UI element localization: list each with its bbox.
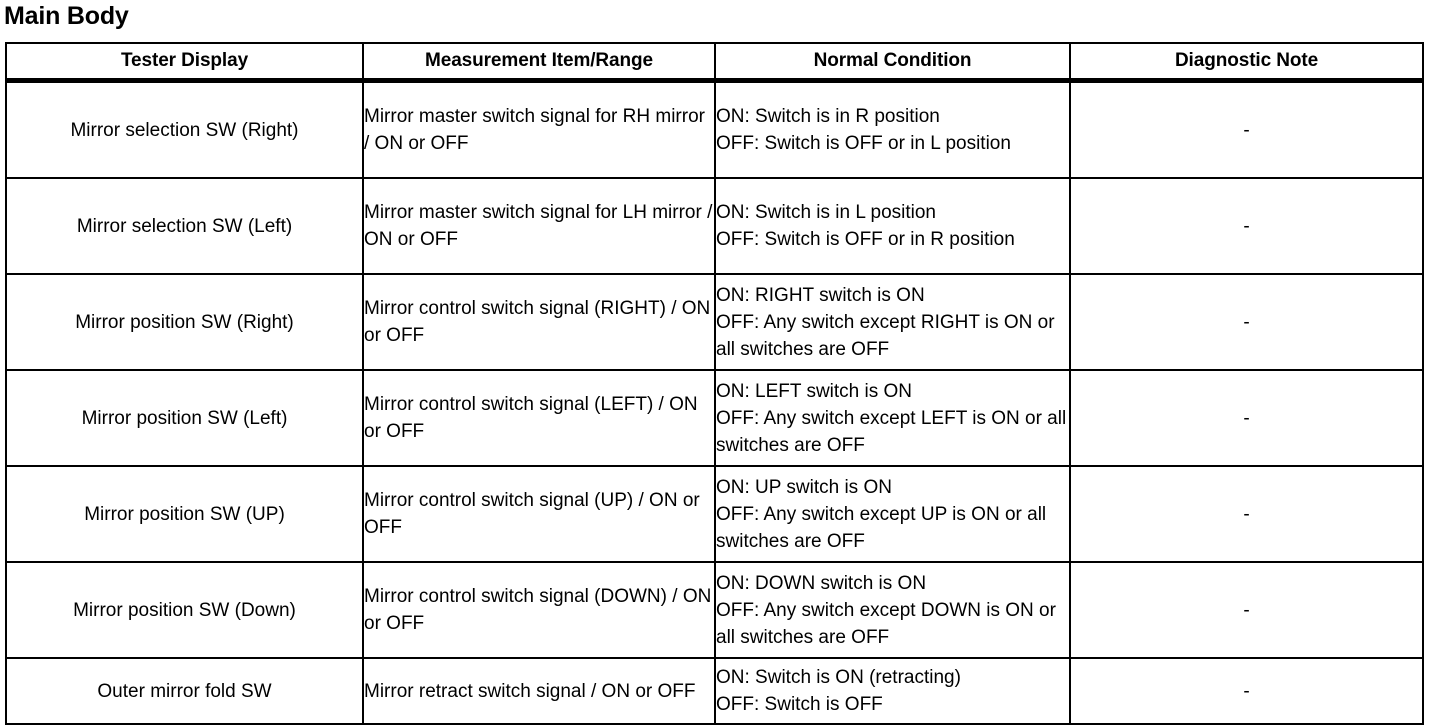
normal-condition-text: ON: Switch is ON (retracting) OFF: Switc… [716, 667, 961, 715]
tester-display-text: Mirror selection SW (Left) [76, 215, 293, 237]
table-body: Mirror selection SW (Right) Mirror maste… [5, 81, 1424, 725]
normal-condition-text: ON: Switch is in R position OFF: Switch … [716, 106, 1011, 154]
normal-condition-text: ON: Switch is in L position OFF: Switch … [716, 202, 1015, 250]
measurement-item-range-text: Mirror control switch signal (DOWN) / ON… [364, 586, 712, 634]
measurement-item-range-text: Mirror control switch signal (LEFT) / ON… [364, 394, 698, 442]
cell-normal-condition: ON: Switch is in L position OFF: Switch … [714, 177, 1071, 275]
diagnostic-note-text: - [1243, 215, 1250, 237]
table-row: Mirror position SW (Left) Mirror control… [5, 369, 1424, 467]
cell-diagnostic-note: - [1069, 81, 1424, 179]
cell-diagnostic-note: - [1069, 177, 1424, 275]
cell-normal-condition: ON: DOWN switch is ON OFF: Any switch ex… [714, 561, 1071, 659]
tester-display-text: Mirror position SW (UP) [84, 503, 285, 525]
page-title: Main Body [4, 2, 129, 30]
cell-measurement-item-range: Mirror control switch signal (RIGHT) / O… [362, 273, 716, 371]
column-header-normal-condition: Normal Condition [714, 42, 1071, 81]
table-row: Mirror position SW (Right) Mirror contro… [5, 273, 1424, 371]
tester-display-text: Mirror position SW (Right) [75, 311, 294, 333]
normal-condition-text: ON: DOWN switch is ON OFF: Any switch ex… [716, 572, 1056, 648]
cell-tester-display: Mirror selection SW (Left) [5, 177, 364, 275]
table-row: Mirror position SW (Down) Mirror control… [5, 561, 1424, 659]
diagnostic-note-text: - [1243, 407, 1250, 429]
cell-tester-display: Mirror position SW (Right) [5, 273, 364, 371]
cell-diagnostic-note: - [1069, 465, 1424, 563]
tester-display-text: Outer mirror fold SW [97, 680, 272, 702]
cell-diagnostic-note: - [1069, 369, 1424, 467]
measurement-item-range-text: Mirror control switch signal (RIGHT) / O… [364, 298, 711, 346]
table-row: Mirror selection SW (Left) Mirror master… [5, 177, 1424, 275]
table-row: Outer mirror fold SW Mirror retract swit… [5, 657, 1424, 725]
spec-table-container: Tester Display Measurement Item/Range No… [5, 42, 1424, 725]
measurement-item-range-text: Mirror retract switch signal / ON or OFF [364, 680, 696, 702]
measurement-item-range-text: Mirror master switch signal for RH mirro… [364, 106, 705, 154]
cell-measurement-item-range: Mirror control switch signal (UP) / ON o… [362, 465, 716, 563]
tester-display-text: Mirror position SW (Down) [73, 599, 296, 621]
table-header: Tester Display Measurement Item/Range No… [5, 42, 1424, 82]
diagnostic-note-text: - [1243, 311, 1250, 333]
cell-tester-display: Mirror position SW (UP) [5, 465, 364, 563]
column-header-diagnostic-note: Diagnostic Note [1069, 42, 1424, 81]
diagnostic-note-text: - [1243, 119, 1250, 141]
cell-tester-display: Mirror position SW (Down) [5, 561, 364, 659]
cell-measurement-item-range: Mirror master switch signal for LH mirro… [362, 177, 716, 275]
cell-normal-condition: ON: LEFT switch is ON OFF: Any switch ex… [714, 369, 1071, 467]
cell-normal-condition: ON: Switch is ON (retracting) OFF: Switc… [714, 657, 1071, 725]
cell-diagnostic-note: - [1069, 657, 1424, 725]
cell-diagnostic-note: - [1069, 273, 1424, 371]
tester-display-text: Mirror selection SW (Right) [70, 119, 299, 141]
cell-measurement-item-range: Mirror control switch signal (DOWN) / ON… [362, 561, 716, 659]
diagnostic-note-text: - [1243, 503, 1250, 525]
table-header-row: Tester Display Measurement Item/Range No… [5, 42, 1424, 81]
table-row: Mirror position SW (UP) Mirror control s… [5, 465, 1424, 563]
normal-condition-text: ON: RIGHT switch is ON OFF: Any switch e… [716, 284, 1055, 360]
measurement-item-range-text: Mirror master switch signal for LH mirro… [364, 202, 713, 250]
diagnostic-note-text: - [1243, 599, 1250, 621]
cell-measurement-item-range: Mirror master switch signal for RH mirro… [362, 81, 716, 179]
normal-condition-text: ON: UP switch is ON OFF: Any switch exce… [716, 476, 1047, 552]
cell-normal-condition: ON: Switch is in R position OFF: Switch … [714, 81, 1071, 179]
normal-condition-text: ON: LEFT switch is ON OFF: Any switch ex… [716, 380, 1067, 456]
diagnostic-note-text: - [1243, 680, 1250, 702]
header-double-rule [6, 78, 1423, 82]
tester-display-spec-table: Tester Display Measurement Item/Range No… [5, 42, 1424, 725]
tester-display-text: Mirror position SW (Left) [81, 407, 288, 429]
column-header-tester-display: Tester Display [5, 42, 364, 81]
measurement-item-range-text: Mirror control switch signal (UP) / ON o… [364, 490, 700, 538]
cell-normal-condition: ON: RIGHT switch is ON OFF: Any switch e… [714, 273, 1071, 371]
column-header-measurement-item-range: Measurement Item/Range [362, 42, 716, 81]
cell-diagnostic-note: - [1069, 561, 1424, 659]
table-row: Mirror selection SW (Right) Mirror maste… [5, 81, 1424, 179]
header-rule-line [6, 78, 1423, 82]
cell-measurement-item-range: Mirror control switch signal (LEFT) / ON… [362, 369, 716, 467]
cell-tester-display: Mirror selection SW (Right) [5, 81, 364, 179]
cell-tester-display: Outer mirror fold SW [5, 657, 364, 725]
cell-measurement-item-range: Mirror retract switch signal / ON or OFF [362, 657, 716, 725]
cell-normal-condition: ON: UP switch is ON OFF: Any switch exce… [714, 465, 1071, 563]
cell-tester-display: Mirror position SW (Left) [5, 369, 364, 467]
